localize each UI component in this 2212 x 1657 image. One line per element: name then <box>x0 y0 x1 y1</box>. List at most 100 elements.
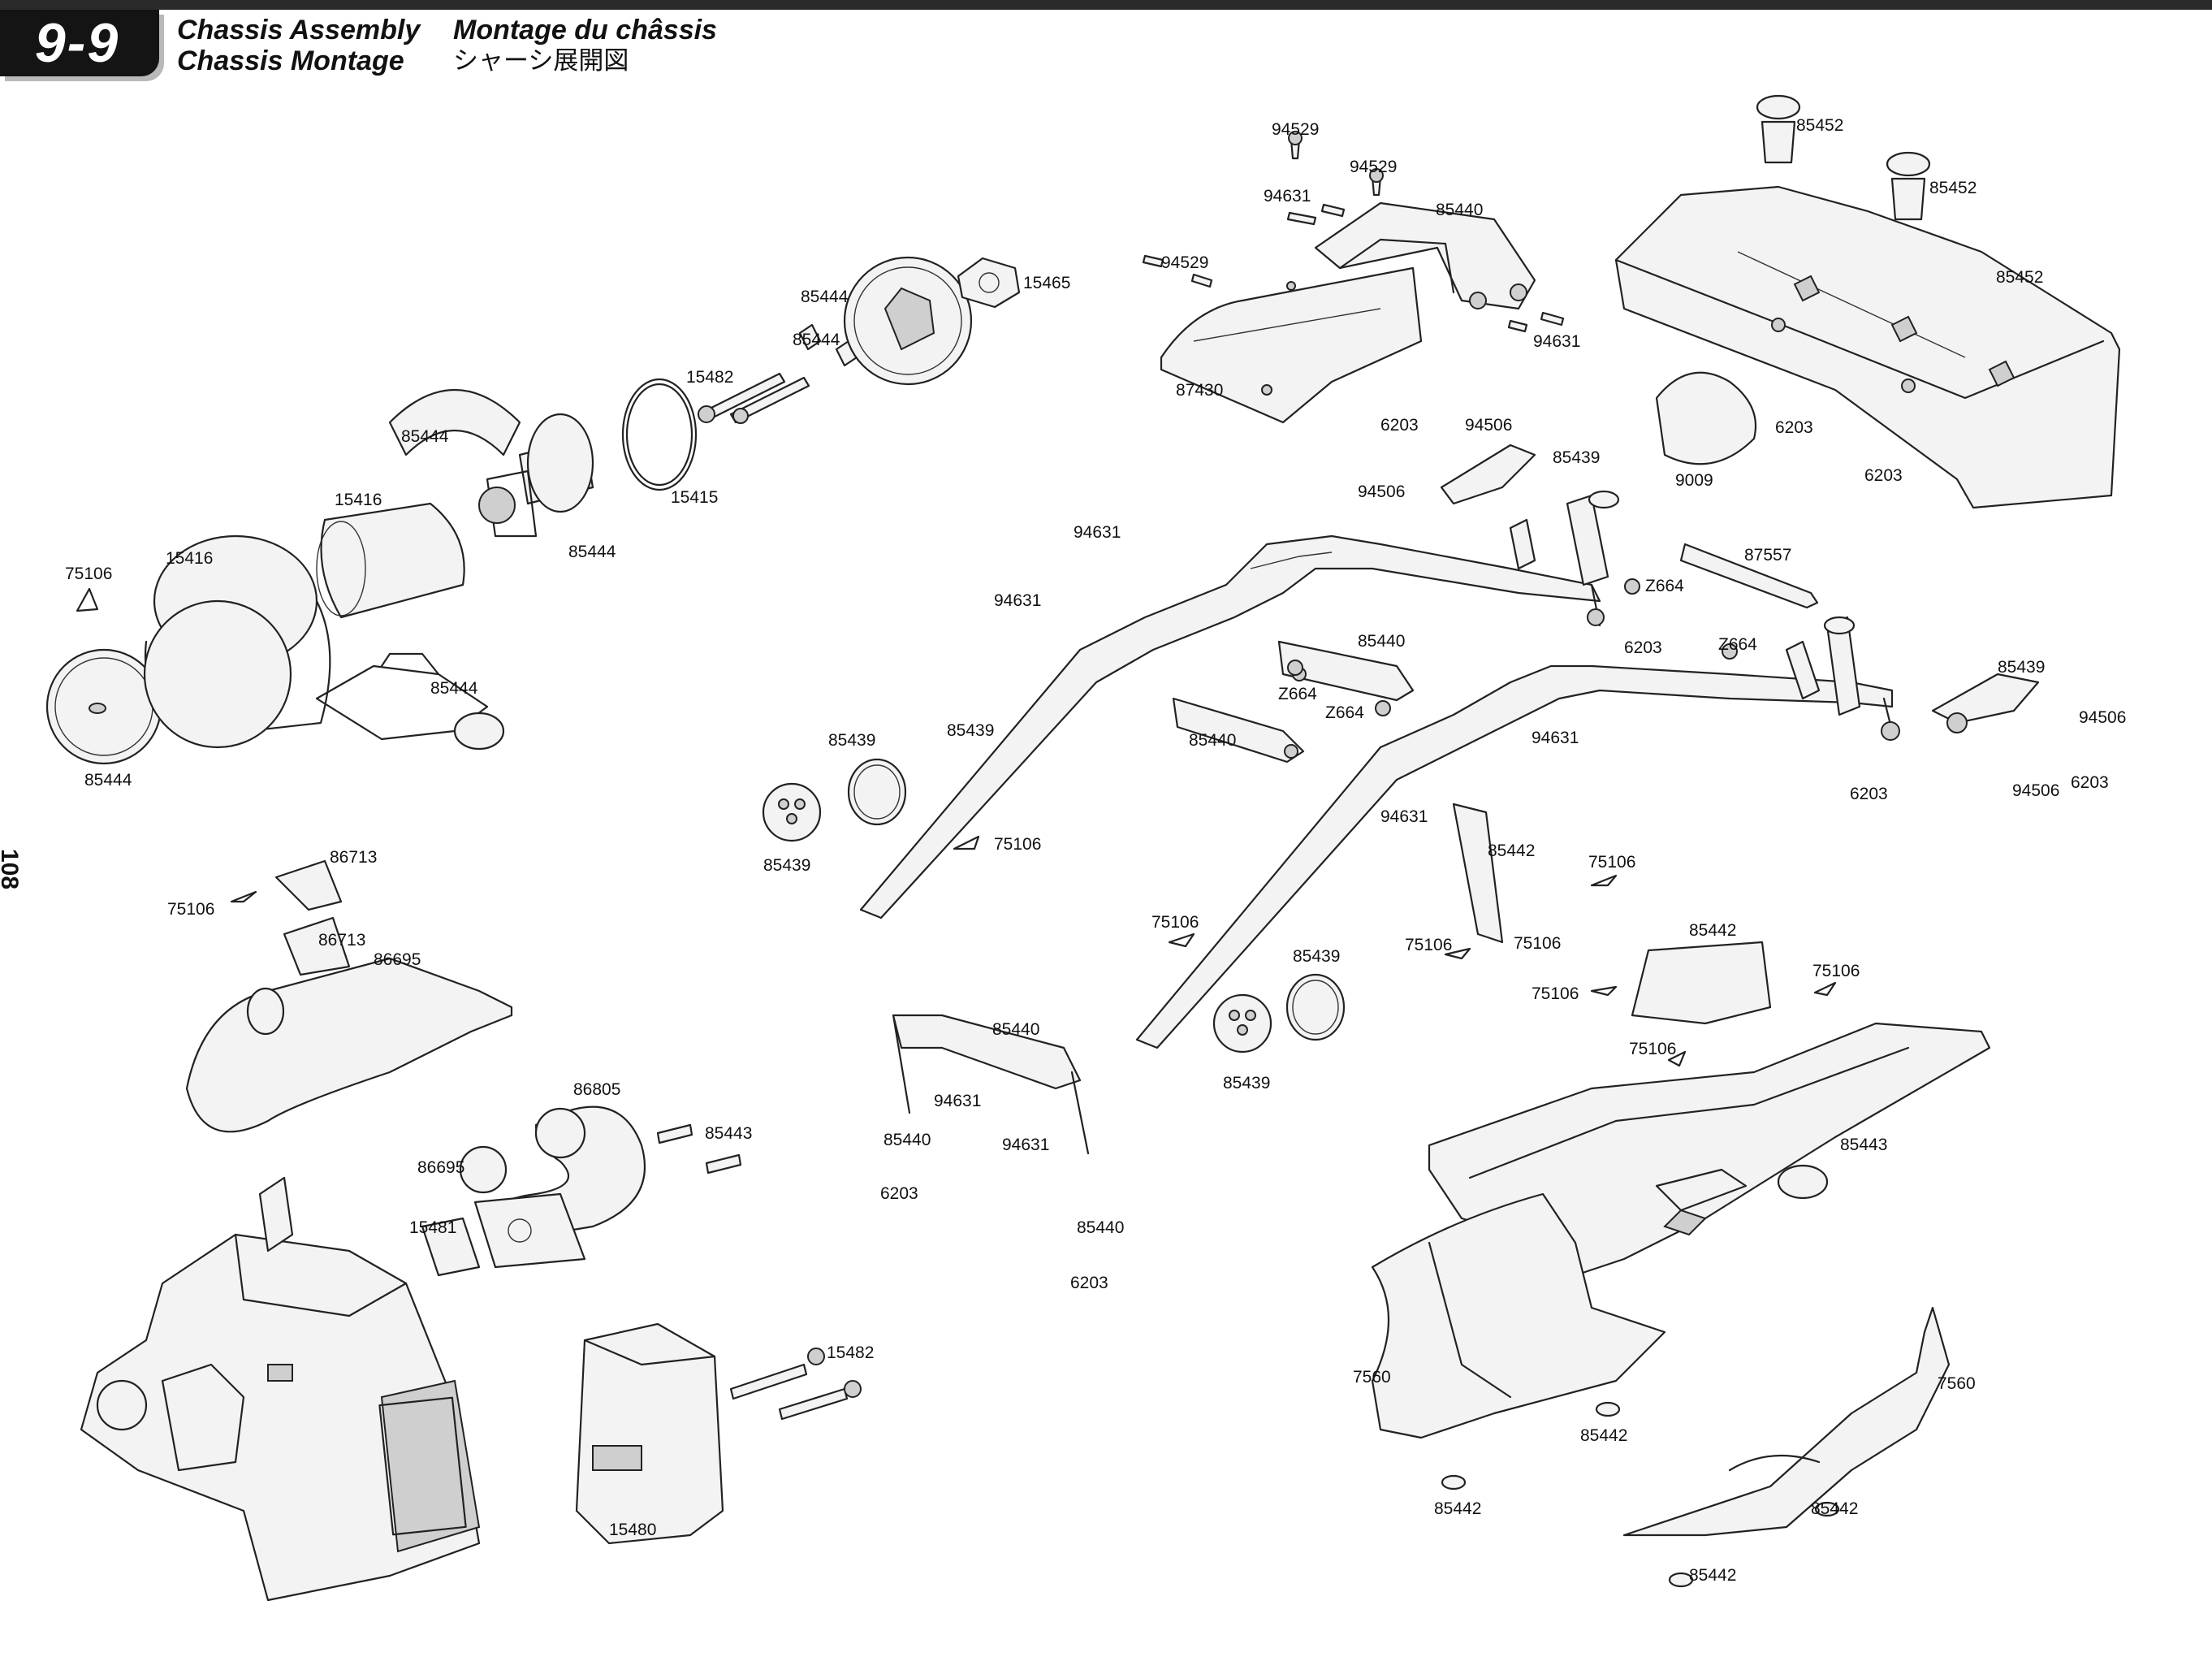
part-label: 15416 <box>335 491 382 509</box>
part-label: 85443 <box>705 1124 752 1143</box>
air-filter-backplate <box>45 648 162 765</box>
part-label: 85439 <box>1998 658 2045 677</box>
rear-body-mount <box>1314 201 1536 310</box>
part-label: 15481 <box>409 1218 456 1237</box>
part-label: 15480 <box>609 1521 656 1539</box>
cage-side-links <box>1172 543 1819 764</box>
part-label: 94529 <box>1161 253 1208 272</box>
part-label: 94506 <box>2079 708 2126 727</box>
intake-gasket <box>957 257 1021 309</box>
part-label: 94631 <box>1380 807 1428 826</box>
part-label: 85442 <box>1488 841 1535 860</box>
exhaust-pipe <box>185 957 513 1133</box>
side-guard-left <box>1371 1192 1666 1439</box>
part-label: 85439 <box>763 856 810 875</box>
part-label: 86713 <box>318 931 365 950</box>
part-label: 75106 <box>1812 962 1860 980</box>
part-label: 75106 <box>65 565 112 583</box>
part-label: 85452 <box>1929 179 1977 197</box>
engine <box>80 1176 481 1602</box>
part-label: Z664 <box>1718 635 1757 654</box>
part-label: 6203 <box>1850 785 1888 803</box>
part-label: 94631 <box>1533 332 1580 351</box>
part-label: Z664 <box>1278 685 1317 703</box>
wing-buttons <box>1756 94 1931 221</box>
wing-pad <box>1655 371 1757 465</box>
part-label: 85440 <box>1436 201 1483 219</box>
part-label: 85440 <box>992 1020 1039 1039</box>
air-filter-cover-top <box>388 389 521 456</box>
cage-mount-brackets <box>1440 443 2040 733</box>
part-label: 85439 <box>1223 1074 1270 1092</box>
part-label: 85443 <box>1840 1136 1887 1154</box>
part-label: 85442 <box>1689 1566 1736 1585</box>
part-label: 85440 <box>1077 1218 1124 1237</box>
muffler-screws <box>729 1348 862 1421</box>
part-label: 94529 <box>1272 120 1319 139</box>
part-label: 85439 <box>1293 947 1340 966</box>
part-label: 15482 <box>686 368 733 387</box>
part-label: 6203 <box>1380 416 1419 435</box>
part-label: 85440 <box>884 1131 931 1149</box>
part-label: 85442 <box>1811 1499 1858 1518</box>
part-label: 94529 <box>1350 158 1397 176</box>
exhaust-brackets <box>274 859 351 976</box>
part-label: 85444 <box>568 543 616 561</box>
side-guard-right <box>1622 1306 1951 1537</box>
air-filter-bracket <box>315 652 505 751</box>
part-label: 87430 <box>1176 381 1223 400</box>
part-label: 75106 <box>1629 1040 1676 1058</box>
part-label: 6203 <box>2071 773 2109 792</box>
part-label: 94631 <box>1002 1136 1049 1154</box>
part-label: 86695 <box>417 1158 464 1177</box>
part-label: Z664 <box>1325 703 1364 722</box>
part-label: 6203 <box>1070 1274 1108 1292</box>
part-label: 7560 <box>1938 1374 1976 1393</box>
front-cage-bar <box>892 1014 1090 1155</box>
chassis-tray <box>1428 1022 1991 1277</box>
part-labels: 94529 94529 94631 85440 94529 94631 8743… <box>65 116 2126 1585</box>
light-housings <box>762 758 1346 1053</box>
part-label: 94631 <box>934 1092 981 1110</box>
part-label: 6203 <box>1864 466 1903 485</box>
section-number: 9-9 <box>34 12 120 74</box>
rear-body-plate <box>1160 266 1423 424</box>
part-label: 85439 <box>828 731 875 750</box>
title-english: Chassis Assembly <box>177 15 421 45</box>
part-label: 9009 <box>1675 471 1713 490</box>
manifold-screws <box>656 1123 742 1175</box>
part-label: 85442 <box>1580 1426 1627 1445</box>
section-tab: 9-9 <box>0 10 159 76</box>
part-label: 75106 <box>1514 934 1561 953</box>
part-label: 85440 <box>1358 632 1405 651</box>
part-label: 85452 <box>1996 268 2043 287</box>
part-label: 75106 <box>1532 984 1579 1003</box>
part-label: 85439 <box>947 721 994 740</box>
air-filter-housing <box>478 413 594 538</box>
title-german: Chassis Montage <box>177 45 404 76</box>
part-drawings <box>45 94 2121 1602</box>
wing-mount-screws <box>1142 131 1565 333</box>
part-label: 75106 <box>994 835 1041 854</box>
part-label: 75106 <box>1405 936 1452 954</box>
part-label: 94631 <box>1074 523 1121 542</box>
o-ring <box>621 378 698 491</box>
part-label: 6203 <box>880 1184 918 1203</box>
part-label: 85444 <box>801 288 849 306</box>
part-label: Z664 <box>1645 577 1684 595</box>
roll-cage-rear-hoop <box>1135 664 1900 1049</box>
body-pins <box>1441 1401 1840 1588</box>
part-label: 85439 <box>1553 448 1600 467</box>
part-label: 75106 <box>1151 913 1199 932</box>
air-filter-screws <box>698 323 858 424</box>
part-label: 85444 <box>84 771 132 790</box>
part-label: 94506 <box>2012 781 2059 800</box>
part-label: 7560 <box>1353 1368 1391 1387</box>
title-japanese: シャーシ展開図 <box>453 46 629 76</box>
part-label: 6203 <box>1624 638 1662 657</box>
part-label: 15482 <box>827 1343 874 1362</box>
title-french: Montage du châssis <box>453 15 717 45</box>
part-label: 94631 <box>994 591 1041 610</box>
rear-wing <box>1614 185 2121 509</box>
